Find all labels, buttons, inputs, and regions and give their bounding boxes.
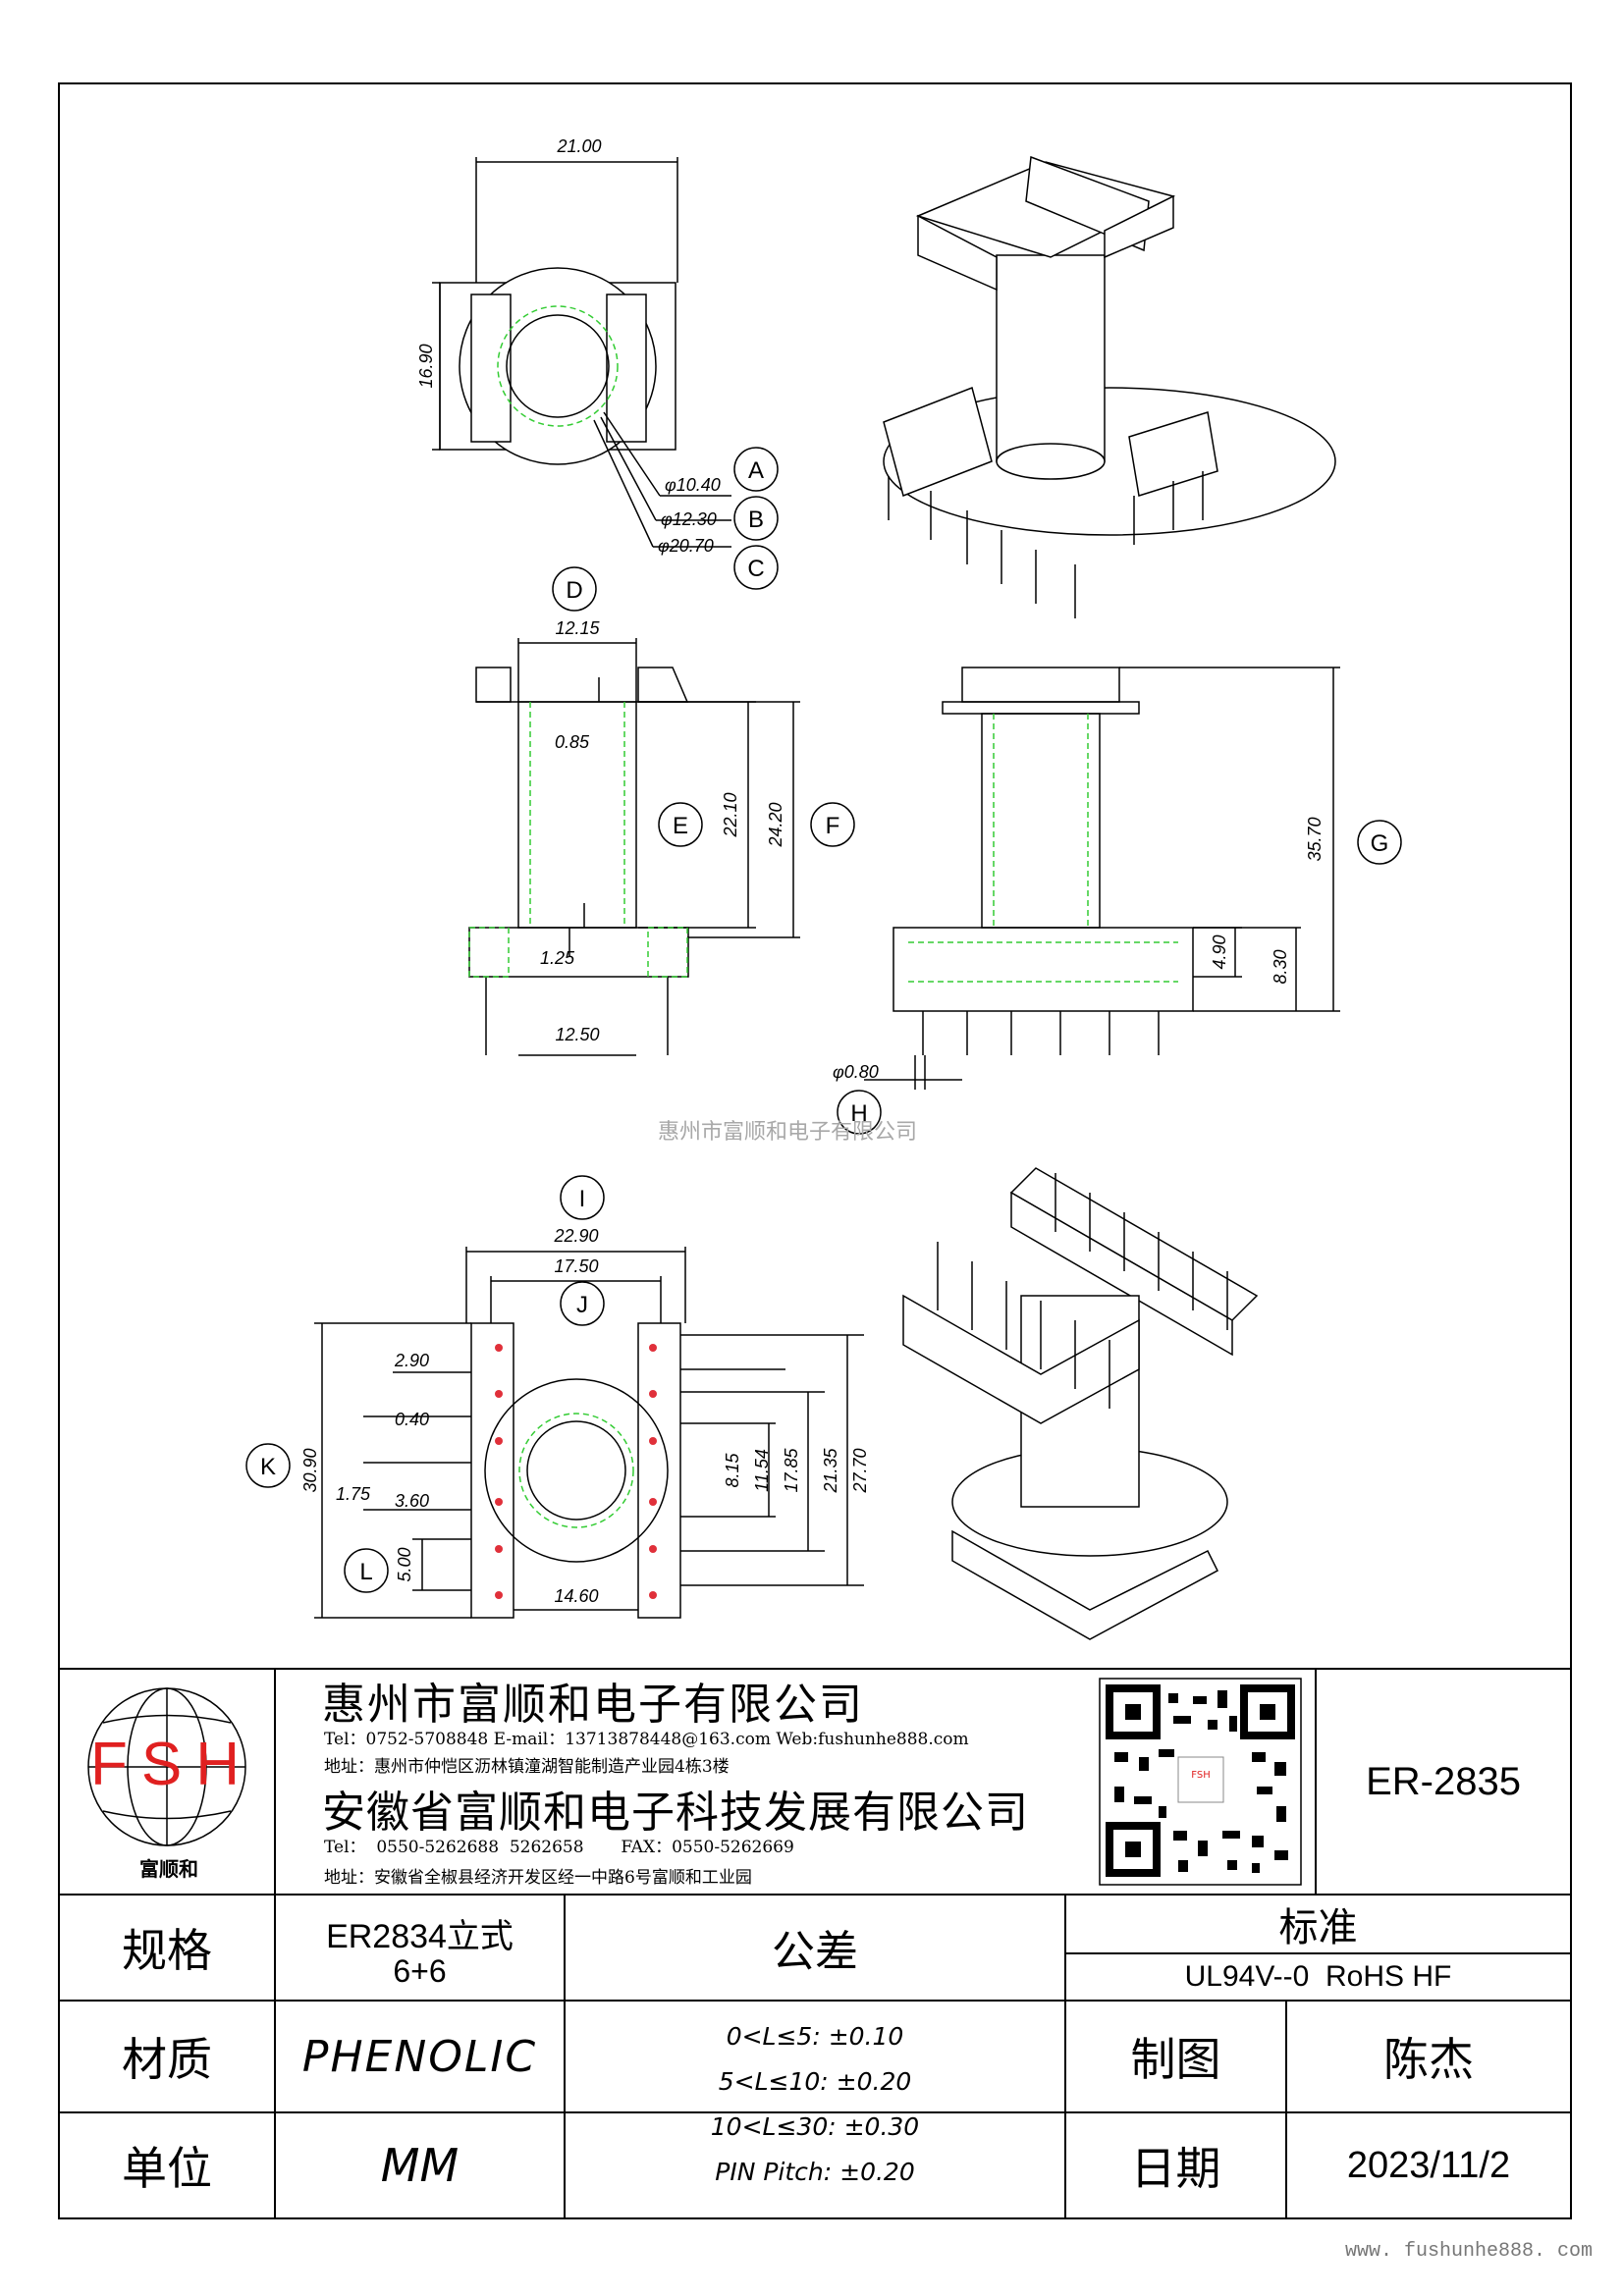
dim-dia-c: φ20.70	[658, 536, 714, 556]
standard-value: UL94V--0 RoHS HF	[1184, 1960, 1452, 1993]
dim-pin-slot-0-40: 0.40	[395, 1410, 429, 1429]
dim-front-outer-height: 24.20	[766, 802, 785, 847]
callout-letters: A B C D E F G H I J K L	[260, 457, 1388, 1585]
dim-front-inner-height: 22.10	[721, 792, 740, 837]
dim-h-21-35: 21.35	[821, 1447, 840, 1493]
tolerance-line-4: PIN Pitch: ±0.20	[715, 2158, 915, 2186]
dim-pin-slot-3-60: 3.60	[395, 1491, 429, 1511]
unit-value: MM	[380, 2139, 460, 2192]
dim-side-base-4-90: 4.90	[1210, 934, 1229, 969]
dim-bottom-inner-width: 17.50	[554, 1256, 598, 1276]
logo-globe	[87, 1687, 246, 1846]
tolerance-label: 公差	[772, 1927, 858, 1977]
callout-b: B	[748, 507, 764, 533]
dim-pin-dia: φ0.80	[833, 1062, 879, 1082]
footer-url: www. fushunhe888. com	[1345, 2240, 1594, 2263]
iso-pins-bottom	[937, 1173, 1228, 1409]
logo-letters: FSH	[90, 1731, 253, 1798]
front-view	[468, 638, 800, 1056]
dim-pin-slot-2-90: 2.90	[394, 1351, 429, 1370]
bottom-view	[314, 1247, 864, 1619]
iso-view-bottom	[902, 1167, 1259, 1640]
company-anhui-contact: Tel： 0550-5262688 5262658 FAX：0550-52626…	[324, 1838, 794, 1857]
dim-side-total-height: 35.70	[1305, 817, 1325, 861]
callout-k: K	[260, 1454, 276, 1480]
dim-h-27-70: 27.70	[850, 1448, 870, 1493]
dim-dia-a: φ10.40	[665, 475, 721, 495]
date-value: 2023/11/2	[1346, 2144, 1511, 2186]
side-hidden-lines	[908, 714, 1178, 983]
dim-h-11-54: 11.54	[752, 1449, 772, 1492]
pin-dots	[495, 1344, 657, 1599]
spec-value-line2: 6+6	[393, 1953, 447, 1989]
dim-top-width: 21.00	[556, 136, 601, 156]
callout-g: G	[1371, 830, 1389, 857]
callout-d: D	[566, 577, 582, 604]
dim-bottom-height-30-90: 30.90	[300, 1448, 320, 1492]
drawn-by-label: 制图	[1130, 2033, 1221, 2086]
top-view	[432, 157, 731, 548]
tolerance-line-3: 10<L≤30: ±0.30	[710, 2112, 920, 2141]
callout-f: F	[826, 813, 840, 839]
tolerance-line-1: 0<L≤5: ±0.10	[726, 2022, 904, 2051]
callout-c: C	[747, 556, 764, 582]
title-block-grid	[59, 1668, 1571, 2218]
company-anhui-address: 地址：安徽省全椒县经济开发区经一中路6号富顺和工业园	[324, 1868, 752, 1888]
dim-front-bottom-flange: 1.25	[540, 948, 575, 968]
dim-top-height: 16.90	[416, 344, 436, 388]
unit-label: 单位	[122, 2142, 212, 2195]
spec-label: 规格	[122, 1924, 212, 1977]
callout-l: L	[359, 1559, 372, 1585]
material-value: PHENOLIC	[301, 2031, 538, 2082]
dim-dia-b: φ12.30	[661, 509, 717, 529]
dim-h-8-15: 8.15	[723, 1453, 742, 1488]
dim-pin-pitch-5-00: 5.00	[395, 1547, 414, 1581]
callout-circles	[245, 447, 1402, 1593]
callout-a: A	[748, 457, 764, 484]
company-name-anhui: 安徽省富顺和电子科技发展有限公司	[322, 1788, 1029, 1838]
dim-bottom-center-width: 14.60	[554, 1586, 598, 1606]
dim-front-top-width: 12.15	[555, 618, 600, 638]
callout-e: E	[673, 813, 688, 839]
sheet-border	[58, 82, 1572, 2219]
date-label: 日期	[1130, 2142, 1221, 2195]
dim-pin-offset-1-75: 1.75	[336, 1484, 371, 1504]
qr-badge: FSH	[1191, 1770, 1211, 1781]
callout-j: J	[576, 1292, 588, 1318]
bottom-hidden-lines	[518, 1413, 634, 1528]
part-number: ER-2835	[1366, 1759, 1521, 1803]
material-label: 材质	[122, 2033, 212, 2086]
dim-bottom-outer-width: 22.90	[553, 1226, 598, 1246]
spec-value-line1: ER2834立式	[326, 1918, 514, 1955]
front-hidden-lines	[468, 702, 688, 978]
callout-i: I	[579, 1186, 586, 1212]
callout-h: H	[850, 1100, 867, 1127]
watermark: 惠州市富顺和电子有限公司	[658, 1120, 918, 1145]
company-name-huizhou: 惠州市富顺和电子有限公司	[322, 1680, 864, 1730]
dim-side-base-8-30: 8.30	[1271, 949, 1290, 984]
drawn-by-value: 陈杰	[1383, 2033, 1474, 2086]
side-view	[864, 667, 1340, 1090]
iso-pins-top	[888, 471, 1204, 618]
tolerance-line-2: 5<L≤10: ±0.20	[718, 2067, 912, 2096]
dim-front-bottom-width: 12.50	[555, 1025, 599, 1044]
qr-code	[1099, 1678, 1302, 1886]
dim-front-flange: 0.85	[555, 732, 590, 752]
iso-view-top	[883, 155, 1336, 536]
company-huizhou-contact: Tel：0752-5708848 E-mail：13713878448@163.…	[324, 1730, 969, 1749]
dim-h-17-85: 17.85	[782, 1447, 801, 1492]
standard-label: 标准	[1278, 1905, 1358, 1950]
company-huizhou-address: 地址：惠州市仲恺区沥林镇潼湖智能制造产业园4栋3楼	[324, 1757, 730, 1777]
logo-caption: 富顺和	[139, 1857, 198, 1881]
